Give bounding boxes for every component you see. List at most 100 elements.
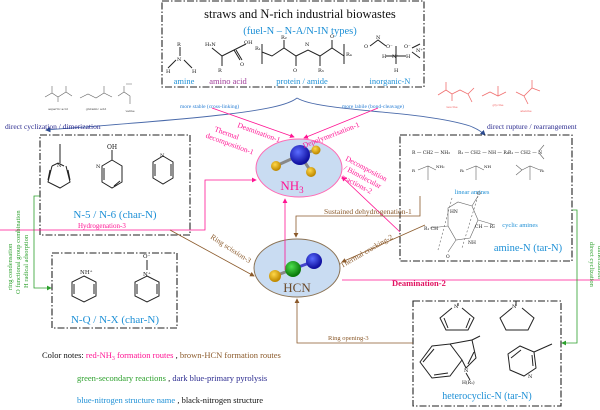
svg-text:R₃: R₃ — [318, 68, 324, 74]
depolymerisation-1-label: Depolymerisation-1 — [301, 120, 360, 150]
svg-text:H: H — [394, 68, 399, 74]
molecule-label: glycine — [493, 103, 504, 107]
svg-text:HN: HN — [450, 209, 458, 215]
color-notes: Color notes: red-NH3 formation routes , … — [42, 350, 281, 405]
pyrrole-structure: N — [47, 144, 71, 189]
secondary-right-arrow — [561, 209, 578, 346]
svg-text:N: N — [57, 163, 62, 169]
pyrrolidine-structure: N — [499, 301, 535, 331]
svg-text:O⁻: O⁻ — [386, 44, 393, 50]
decomposition-2-arrow — [341, 176, 401, 233]
molecule-label: aspartic acid — [48, 107, 68, 111]
svg-text:O: O — [293, 68, 297, 74]
decomposition-bimolecular-2-label: Decomposition/ Bimolecularreactions-2 — [336, 154, 389, 199]
deamination-2-label: Deamination-2 — [392, 278, 446, 288]
nh3-molecule-icon — [271, 145, 321, 177]
svg-text:O: O — [330, 34, 334, 40]
thermal-cracking-2-label: Thermal cracking-2 — [339, 232, 395, 270]
svg-text:R₂: R₂ — [281, 35, 287, 41]
svg-text:R: R — [412, 168, 416, 173]
label-protein: protein / amide — [276, 76, 328, 86]
ring-opening-3-label: Ring opening-3 — [328, 335, 369, 342]
feedstock-title: straws and N-rich industrial biowastes — [204, 7, 396, 21]
svg-text:R₁ — CH2 — N: R₁ — CH2 — N — [508, 150, 542, 156]
linear-amine-structures: R — CH2 — NH₂ R₁ — CH2 — NH — R₂ R₁ — CH… — [412, 144, 545, 180]
secondary-right-label: direct cyclizationdimerization — [588, 242, 600, 288]
ring-opening-3-arrow — [294, 298, 413, 344]
label-amine: amine — [174, 76, 195, 86]
nq-nx-box: NH⁺ O⁻ N⁺ N-Q / N-X (char-N) — [51, 252, 178, 329]
hydrogenation-3-arrow — [0, 177, 257, 231]
linear-amines-label: linear amines — [455, 189, 490, 196]
label-amino-acid: amino acid — [209, 76, 247, 86]
molecule-label: glutamic acid — [86, 107, 107, 111]
svg-text:NH⁺: NH⁺ — [80, 270, 93, 276]
svg-text:R₁ — CH2 — NH — R₂: R₁ — CH2 — NH — R₂ — [458, 150, 509, 156]
svg-text:R₁: R₁ — [460, 168, 465, 173]
svg-text:H: H — [406, 54, 411, 60]
svg-text:N: N — [305, 42, 310, 48]
svg-text:H: H — [192, 69, 197, 75]
indole-structure: N H(R₁) — [419, 335, 481, 386]
protein-structure: R₁ R₂ N R₃ R₄ O O — [255, 34, 352, 74]
nq-nx-label: N-Q / N-X (char-N) — [71, 314, 159, 326]
small-molecules-right: leucine glycine alanine — [437, 80, 541, 113]
thermal-cracking-2-arrow — [341, 224, 426, 263]
cyclic-amines-label: cyclic amines — [502, 222, 538, 229]
svg-text:CH — R₂: CH — R₂ — [475, 224, 495, 230]
svg-text:N: N — [464, 368, 469, 374]
svg-text:NH: NH — [468, 240, 476, 246]
color-notes-line-3: blue-nitrogen structure name , black-nit… — [77, 395, 263, 405]
svg-text:O: O — [240, 62, 244, 68]
svg-text:H₂N: H₂N — [205, 42, 216, 48]
amine-structure: R N H H — [166, 42, 197, 75]
svg-text:N: N — [177, 57, 182, 63]
svg-text:R₄: R₄ — [346, 52, 352, 58]
svg-text:H: H — [382, 54, 387, 60]
svg-text:R₁ CH: R₁ CH — [424, 226, 438, 232]
branch-stable: more stable (cross-linking) — [180, 103, 239, 110]
ring-scission-3-label: Ring scission-3 — [209, 232, 253, 265]
heterocyclic-n-label: heterocyclic-N (tar-N) — [442, 391, 531, 402]
svg-text:O⁻: O⁻ — [143, 254, 151, 260]
feedstock-subtitle: (fuel-N – N-A/N-IN types) — [243, 26, 357, 37]
feedstock-box: straws and N-rich industrial biowastes (… — [161, 0, 425, 88]
svg-text:N⁺: N⁺ — [392, 54, 399, 60]
svg-text:R — CH2 — NH₂: R — CH2 — NH₂ — [412, 150, 450, 156]
depolymerisation-1-arrow — [303, 107, 379, 139]
pyridinol-structure: OH N — [96, 144, 123, 189]
small-molecules-left: aspartic acid glutamic acid valine — [44, 83, 135, 113]
secondary-left-label: ring condensationO functional group comb… — [7, 210, 30, 294]
svg-text:NH₂: NH₂ — [436, 164, 445, 169]
molecule-label: valine — [124, 109, 134, 113]
nh3-node: NH3 — [255, 138, 343, 198]
molecule-label: alanine — [520, 109, 531, 113]
amino-acid-structure: H₂N R OH O — [205, 40, 253, 74]
hcn-node: HCN — [253, 238, 341, 298]
hcn-molecule-icon — [269, 253, 322, 282]
sustained-dehydrogenation-1-arrow — [293, 196, 421, 238]
svg-text:R: R — [177, 42, 181, 48]
svg-text:O: O — [477, 191, 481, 197]
n5-n6-label: N-5 / N-6 (char-N) — [73, 209, 156, 221]
secondary-routes: ring condensationO functional group comb… — [7, 195, 600, 346]
n5-n6-box: N OH N N N-5 / N-6 (char-N) — [39, 134, 191, 236]
svg-text:NH: NH — [484, 164, 492, 169]
svg-text:N⁺: N⁺ — [143, 272, 151, 278]
deamination-1-arrow — [211, 107, 295, 138]
branch-labile: more labile (bond-cleavage) — [342, 103, 404, 110]
deamination-1-label: Deamination-1 — [236, 120, 282, 144]
primary-right-label: direct rupture / rearrangement — [487, 122, 578, 131]
heterocyclic-n-box: N N N H(R₁) N heterocyclic-N (tar-N) — [412, 300, 562, 407]
svg-text:H(R₁): H(R₁) — [462, 379, 475, 386]
primary-pyrolysis-right-arrow — [296, 97, 486, 136]
hydrogenation-3-label: Hydrogenation-3 — [78, 222, 126, 230]
svg-text:R₁: R₁ — [255, 46, 261, 52]
svg-text:N: N — [454, 304, 459, 310]
primary-left-label: direct cyclization / dimerization — [5, 122, 101, 131]
primary-pyrolysis-left-arrow — [45, 97, 298, 133]
amine-n-label: amine-N (tar-N) — [494, 243, 563, 254]
inorganic-n-structure: O N O⁻ N⁺ O⁻ N⁺ H H H — [364, 35, 423, 74]
label-inorganic: inorganic-N — [370, 76, 411, 86]
